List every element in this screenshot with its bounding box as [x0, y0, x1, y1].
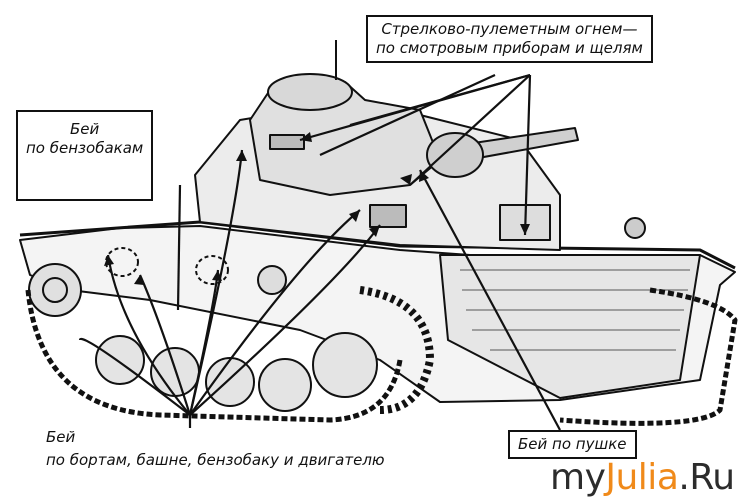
headlight: [624, 217, 646, 239]
front-sprocket: [359, 286, 434, 414]
road-wheels: [95, 332, 378, 412]
label-fire-line1: Стрелково-пулеметным огнем—: [381, 20, 638, 38]
front-plate: [439, 254, 701, 399]
return-roller: [257, 265, 287, 295]
vision-slit: [369, 204, 407, 228]
label-sides-line1: Бей: [46, 428, 76, 446]
track-right: [559, 287, 738, 426]
label-fire-at-vision-devices: Стрелково-пулеметным огнем— по смотровым…: [366, 15, 653, 63]
commander-cupola: [267, 73, 353, 111]
label-hit-fuel-tanks: Бей по бензобакам: [16, 110, 154, 201]
arrowheads: [104, 132, 530, 285]
label-fire-line2: по смотровым приборам и щелям: [376, 39, 643, 57]
watermark-suffix: .Ru: [678, 457, 735, 498]
label-fuel-line2: по бензобакам: [26, 139, 144, 157]
pointer-lines: [78, 73, 561, 448]
label-sides-line2: по бортам, башне, бензобаку и двигателю: [46, 451, 385, 469]
fuel-tank-port: [105, 247, 139, 277]
label-hit-sides-turret-fuel-engine: Бей по бортам, башне, бензобаку и двигат…: [46, 428, 385, 470]
watermark-accent: Julia: [605, 457, 679, 498]
watermark-prefix: my: [550, 457, 606, 498]
fuel-tank-port: [195, 255, 229, 285]
rear-sprocket: [28, 263, 82, 317]
track-left: [25, 289, 403, 423]
vision-slit: [269, 134, 305, 150]
label-fuel-line1: Бей: [70, 120, 100, 138]
gun-mantlet: [426, 132, 484, 178]
label-hit-gun: Бей по пушке: [508, 430, 637, 459]
watermark-logo: myJulia.Ru: [550, 458, 735, 498]
